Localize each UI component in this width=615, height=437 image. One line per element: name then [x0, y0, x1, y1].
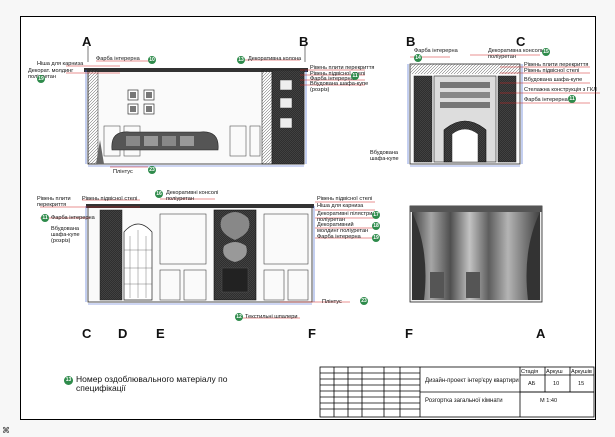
- elevation-cdef: [85, 204, 315, 305]
- label-riven-plyty-3: Рівень плити перекриття: [37, 196, 71, 208]
- axis-letter-c-right: C: [516, 34, 526, 49]
- corner-ucs-icon: ⌘: [2, 426, 10, 435]
- marker-12: 12: [235, 313, 243, 321]
- axis-letter-c: C: [82, 326, 92, 341]
- label-riven-stelia-4: Рівень підвісної стелі: [317, 196, 373, 202]
- label-farba-4: Фарба інтерерна: [524, 97, 568, 103]
- legend-marker-icon: 13: [64, 376, 73, 385]
- tb-stage-value: АБ: [528, 381, 536, 387]
- label-farba-6: Фарба інтерерна: [317, 234, 361, 240]
- legend-text: Номер оздоблювального матеріалу по специ…: [76, 374, 228, 393]
- marker-13: 13: [237, 56, 245, 64]
- tb-sheets-value: 15: [578, 381, 585, 387]
- label-plintus-1: Плінтус: [113, 169, 133, 175]
- label-dekor-moldynh: Декорат. молдинг поліуретан: [28, 68, 74, 80]
- tb-drawing-name: Розгортка загальної кімнати: [425, 398, 503, 404]
- label-vbud-shafa-4: Вбудована шафа-купе (розріз): [51, 226, 80, 244]
- tb-header-sheets: Аркушів: [571, 369, 592, 375]
- title-block-frame: [319, 366, 595, 418]
- marker-19-a: 19: [37, 75, 45, 83]
- label-dekor-kolona: Декоративна колона: [248, 56, 302, 62]
- label-riven-stelia-1: Рівень підвісної стелі: [310, 71, 366, 77]
- label-nisha-karnyza-2: Ніша для карниза: [317, 203, 364, 209]
- label-vbud-shafa-3: Вбудована шафа-купе: [370, 150, 399, 162]
- label-farba-2: Фарба інтерерна: [310, 76, 354, 82]
- axis-letter-b-top: B: [299, 34, 309, 49]
- marker-23-b: 23: [360, 297, 368, 305]
- label-dekor-moldynh-2: Декоративний молдинг поліуретан: [317, 222, 369, 234]
- label-nisha-karnyza: Ніша для карниза: [37, 61, 84, 67]
- label-farba-5: Фарба інтерерна: [51, 215, 95, 221]
- label-riven-plyty-2: Рівень плити перекриття: [524, 62, 589, 68]
- axis-letter-a-top: A: [82, 34, 92, 49]
- marker-11-c: 11: [41, 214, 49, 222]
- marker-10: 10: [148, 56, 156, 64]
- leader-lines: [40, 54, 600, 319]
- axis-letter-a-right: A: [536, 326, 546, 341]
- tb-scale: М 1:40: [540, 398, 558, 404]
- marker-23-a: 23: [148, 166, 156, 174]
- label-vbud-shafa-1: Вбудована шафа-купе (розріз): [310, 81, 369, 93]
- marker-19-b: 19: [372, 234, 380, 242]
- marker-16: 16: [155, 190, 163, 198]
- marker-17: 17: [372, 211, 380, 219]
- label-stelazhna: Стелажна конструкція з ГКЛ: [524, 87, 597, 93]
- label-plintus-2: Плінтус: [322, 299, 342, 305]
- axis-letter-e: E: [156, 326, 165, 341]
- marker-14: 14: [414, 54, 422, 62]
- label-vbud-shafa-2: Вбудована шафа-купе: [524, 77, 583, 83]
- label-farba-3: Фарба інтерерна: [414, 48, 458, 54]
- marker-15: 15: [542, 48, 550, 56]
- label-shpalery: Текстильні шпалери: [245, 314, 298, 320]
- tb-header-sheet: Аркуш: [546, 369, 563, 375]
- elevation-fa: [409, 205, 543, 303]
- elevation-ab: [84, 46, 308, 167]
- axis-letter-f-right: F: [405, 326, 413, 341]
- marker-11-a: 11: [351, 72, 359, 80]
- tb-header-stage: Стадія: [521, 369, 539, 375]
- label-dekor-pilastry: Декоративні пілястри поліуретан: [317, 211, 373, 223]
- axis-letter-f: F: [308, 326, 316, 341]
- axis-letter-d: D: [118, 326, 128, 341]
- label-dekor-konsol-1: Декоративна консоль поліуретан: [488, 48, 544, 60]
- label-riven-stelia-2: Рівень підвісної стелі: [524, 68, 580, 74]
- label-farba-1: Фарба інтерерна: [96, 56, 140, 62]
- marker-18: 18: [372, 222, 380, 230]
- label-riven-stelia-3: Рівень підвісної стелі: [82, 196, 138, 202]
- tb-project-name: Дизайн-проект інтер'єру квартири: [425, 378, 519, 384]
- marker-11-b: 11: [568, 95, 576, 103]
- label-dekor-konsol-2: Декоративні консолі поліуретан: [166, 190, 219, 202]
- tb-sheet-value: 10: [553, 381, 560, 387]
- axis-letter-b-right: B: [406, 34, 416, 49]
- elevation-bc: [407, 63, 523, 167]
- label-riven-plyty-1: Рівень плити перекриття: [310, 65, 375, 71]
